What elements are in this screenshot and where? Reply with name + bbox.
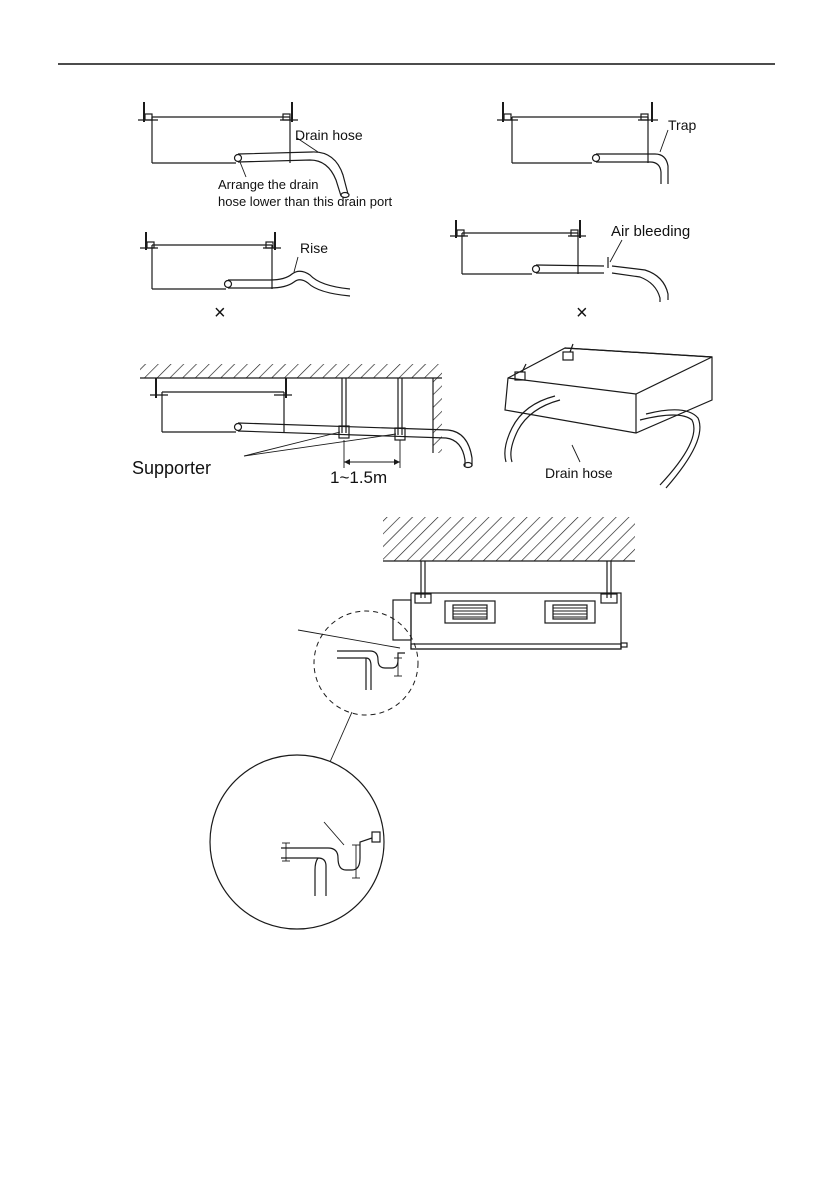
wrong-mark: ×	[576, 302, 588, 324]
label-trap: Trap	[668, 117, 696, 133]
drain-port	[533, 266, 540, 273]
figure-isometric-unit: Drain hose	[505, 344, 712, 488]
hanger-bolt-left	[140, 232, 158, 250]
drain-port	[235, 155, 242, 162]
label-spacing: 1~1.5m	[330, 468, 387, 487]
drain-port	[593, 155, 600, 162]
label-rise: Rise	[300, 240, 328, 256]
figure-air-bleeding-wrong: Air bleeding ×	[450, 220, 690, 324]
hanger-bolt-left	[138, 102, 158, 122]
hanger-bolt-right	[638, 102, 658, 122]
figure-ducted-unit	[210, 517, 635, 929]
drain-hose-rise	[228, 271, 350, 289]
detail-circle-large	[210, 755, 384, 929]
label-drain-hose: Drain hose	[295, 127, 363, 143]
drain-hose-air-bleed	[536, 265, 668, 300]
figure-supporter: Supporter 1~1.5m	[132, 364, 472, 487]
drain-hose-left	[511, 400, 560, 462]
support-rod-2	[395, 378, 405, 440]
figure-correct-slope: Drain hose Arrange the drain hose lower …	[138, 102, 393, 209]
air-grille-left	[445, 601, 495, 623]
hanger-bolt-left	[450, 220, 468, 238]
air-grille-right	[545, 601, 595, 623]
wall-hatch	[433, 378, 442, 453]
label-supporter: Supporter	[132, 458, 211, 478]
label-arrange-line-1: Arrange the drain	[218, 177, 318, 192]
hanger-rod-left	[415, 561, 431, 603]
hanger-rod-right	[601, 561, 617, 603]
hanger-bolt-right	[568, 220, 586, 238]
drain-hose-right	[640, 415, 694, 485]
hanger-bolt-right	[274, 378, 292, 398]
figure-rise-wrong: Rise ×	[140, 232, 350, 324]
label-air-bleeding: Air bleeding	[611, 223, 690, 240]
ceiling-hatch	[140, 364, 442, 378]
wrong-mark: ×	[214, 302, 226, 324]
ceiling-hatch-large	[383, 517, 635, 561]
hanger-bolt-right	[280, 102, 298, 122]
label-arrange-line-2: hose lower than this drain port	[218, 194, 393, 209]
hanger-bolt-left	[150, 378, 168, 398]
hanger-bolt-left	[497, 102, 518, 122]
drain-port	[225, 281, 232, 288]
drain-hose-trap	[596, 154, 668, 184]
drain-port	[235, 424, 242, 431]
label-drain-hose-iso: Drain hose	[545, 465, 613, 481]
figure-trap: Trap	[497, 102, 696, 184]
support-rod-1	[339, 378, 349, 438]
